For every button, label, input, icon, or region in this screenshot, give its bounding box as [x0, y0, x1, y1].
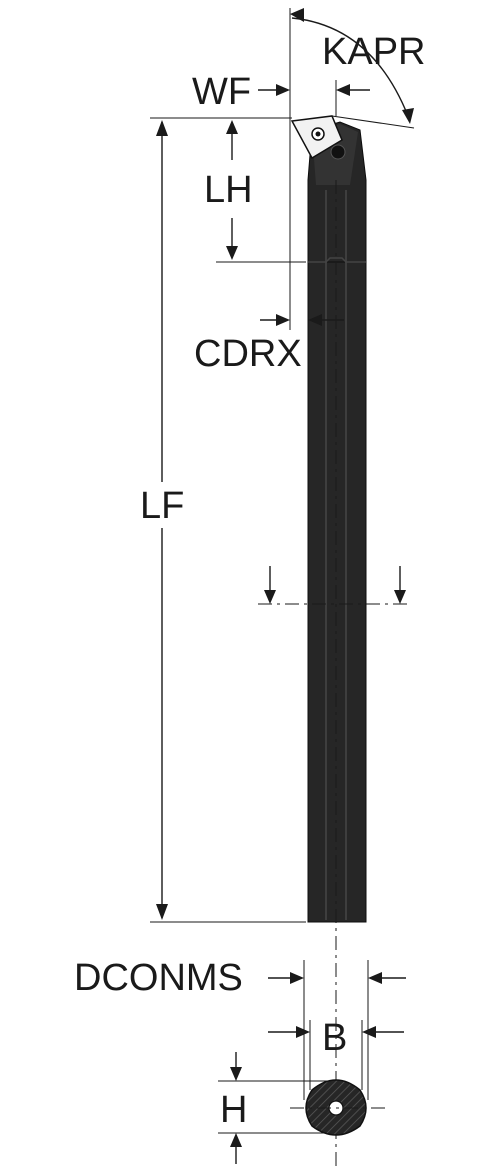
cdrx-arrow-left: [276, 314, 290, 326]
h-arrow-top: [230, 1067, 242, 1081]
boring-bar: [290, 115, 367, 923]
lh-dimension: LH: [204, 120, 306, 263]
h-arrow-bottom: [230, 1133, 242, 1147]
wf-dimension: WF: [192, 71, 370, 116]
cdrx-arrow-right: [308, 314, 322, 326]
lh-label: LH: [204, 169, 253, 211]
lh-arrow-bottom: [226, 246, 238, 260]
wf-label: WF: [192, 71, 251, 113]
lf-arrow-bottom: [156, 904, 168, 920]
section-indicator: [258, 566, 412, 605]
section-arrow-left: [264, 590, 276, 604]
dconms-label: DCONMS: [74, 957, 243, 999]
kapr-arrow-start: [290, 8, 304, 22]
kapr-label: KAPR: [322, 31, 425, 73]
kapr-arrow-end: [402, 108, 414, 124]
cdrx-label: CDRX: [194, 333, 302, 375]
dconms-arrow-left: [290, 972, 304, 984]
section-arrow-right: [394, 590, 406, 604]
b-dimension: B: [268, 1017, 404, 1090]
wf-arrow-left: [276, 84, 290, 96]
h-label: H: [220, 1089, 247, 1131]
kapr-arc: [291, 17, 409, 117]
b-label: B: [322, 1017, 347, 1059]
lh-arrow-top: [226, 120, 238, 134]
kapr-edge-line: [331, 115, 415, 129]
bar-shank: [307, 261, 367, 923]
lf-label: LF: [140, 485, 184, 527]
b-arrow-right: [362, 1026, 376, 1038]
clamp-screw-icon: [330, 144, 346, 160]
kapr-dimension: KAPR: [289, 8, 425, 330]
cross-section: [290, 1079, 390, 1136]
dconms-dimension: DCONMS: [74, 957, 406, 1100]
neck-step: [308, 257, 366, 263]
h-dimension: H: [218, 1052, 336, 1164]
dconms-arrow-right: [368, 972, 382, 984]
insert-screw-hole: [315, 131, 321, 137]
lf-dimension: LF: [140, 120, 306, 923]
b-arrow-left: [296, 1026, 310, 1038]
cdrx-dimension: CDRX: [194, 314, 344, 375]
lf-arrow-top: [156, 120, 168, 136]
wf-arrow-right: [336, 84, 350, 96]
